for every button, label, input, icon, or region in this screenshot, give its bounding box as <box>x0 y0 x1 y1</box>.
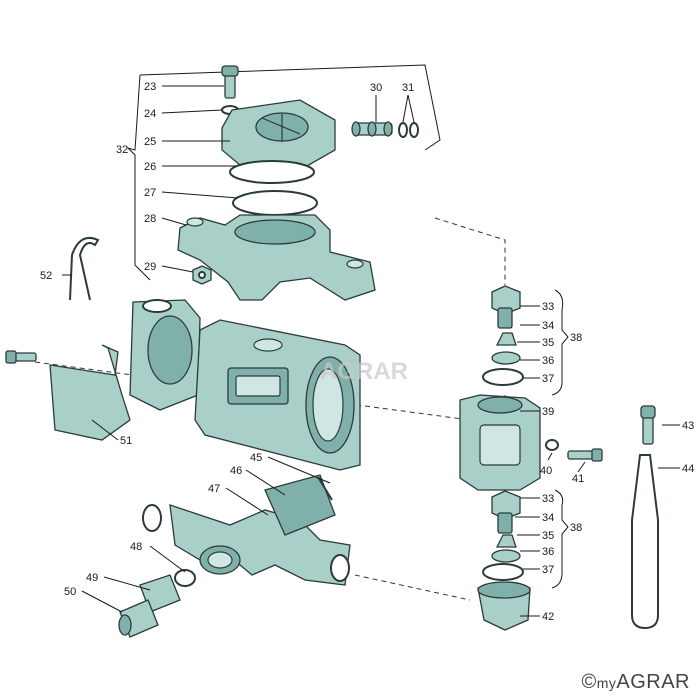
watermark: AGRAR <box>320 358 408 385</box>
callout-40: 40 <box>540 465 552 477</box>
part-51-mounting-bracket <box>49 344 131 441</box>
part-41-bolt <box>567 448 603 462</box>
part-42-valve-base <box>477 581 531 631</box>
callout-27: 27 <box>144 187 156 199</box>
callout-43: 43 <box>682 420 694 432</box>
group-38-bracket-bottom <box>551 489 569 589</box>
part-26-seal <box>229 160 315 184</box>
part-23-bolt <box>221 65 239 99</box>
callout-47: 47 <box>208 483 220 495</box>
part-36-seat-top <box>491 351 521 365</box>
callout-24: 24 <box>144 108 156 120</box>
part-31-o-rings <box>398 122 419 138</box>
callout-34-bottom: 34 <box>542 512 554 524</box>
callout-23: 23 <box>144 81 156 93</box>
callout-44: 44 <box>682 463 694 475</box>
callout-45: 45 <box>250 452 262 464</box>
part-37-o-ring-bottom <box>482 563 524 581</box>
pump-cylinder-center <box>194 319 361 471</box>
callout-34-top: 34 <box>542 320 554 332</box>
alignment-line-3 <box>354 574 471 601</box>
callout-52: 52 <box>40 270 52 282</box>
callout-42: 42 <box>542 611 554 623</box>
callout-25: 25 <box>144 136 156 148</box>
part-33-valve-cap-top <box>491 285 521 329</box>
callout-28: 28 <box>144 213 156 225</box>
part-50-nozzle <box>118 599 159 638</box>
callout-37-top: 37 <box>542 373 554 385</box>
brand-logo: ©myAGRAR <box>581 671 690 694</box>
part-37-o-ring-top <box>482 368 524 386</box>
part-43-bolt <box>640 405 656 445</box>
alignment-line-1 <box>434 217 506 285</box>
seal-ring-left <box>142 504 162 532</box>
callout-36-bottom: 36 <box>542 546 554 558</box>
part-27-diaphragm <box>232 190 318 216</box>
seal-ring-right <box>330 554 350 582</box>
part-46-hose-collar <box>264 474 336 536</box>
callout-46: 46 <box>230 465 242 477</box>
part-29-nut <box>192 265 212 285</box>
brand-prefix: my <box>596 675 617 691</box>
callout-37-bottom: 37 <box>542 564 554 576</box>
callout-35-bottom: 35 <box>542 530 554 542</box>
callout-33-bottom: 33 <box>542 493 554 505</box>
part-52-pin <box>69 236 100 301</box>
group-32-bracket <box>126 64 441 281</box>
bracket-bolt <box>5 350 37 364</box>
leader-lines <box>62 85 680 617</box>
callout-49: 49 <box>86 572 98 584</box>
part-28-valve-body <box>177 214 376 301</box>
part-45-hose-clamp <box>317 476 333 501</box>
callout-51: 51 <box>120 435 132 447</box>
part-25-valve-cover <box>221 99 336 171</box>
callout-38-bottom: 38 <box>570 522 582 534</box>
group-38-bracket-top <box>551 289 569 396</box>
part-40-washer <box>545 439 559 451</box>
callout-50: 50 <box>64 586 76 598</box>
part-35-valve-cone-top <box>495 332 517 346</box>
callout-36-top: 36 <box>542 355 554 367</box>
part-30-fitting <box>351 121 393 137</box>
callout-41: 41 <box>572 473 584 485</box>
callout-29: 29 <box>144 261 156 273</box>
callout-33-top: 33 <box>542 301 554 313</box>
pump-cylinder-left <box>129 299 201 411</box>
callout-48: 48 <box>130 541 142 553</box>
part-35-valve-cone-bottom <box>495 534 517 548</box>
part-33-valve-cap-bottom <box>491 490 521 534</box>
part-36-seat-bottom <box>491 549 521 563</box>
callout-31: 31 <box>402 82 414 94</box>
callout-39: 39 <box>542 406 554 418</box>
callout-35-top: 35 <box>542 337 554 349</box>
copyright-symbol: © <box>581 671 597 693</box>
part-39-valve-housing <box>459 394 541 491</box>
callout-32: 32 <box>116 144 128 156</box>
callout-26: 26 <box>144 161 156 173</box>
brand-name: AGRAR <box>616 671 690 693</box>
part-48-o-ring <box>174 569 196 587</box>
callout-38-top: 38 <box>570 332 582 344</box>
callout-30: 30 <box>370 82 382 94</box>
part-44-u-clamp <box>631 454 659 630</box>
